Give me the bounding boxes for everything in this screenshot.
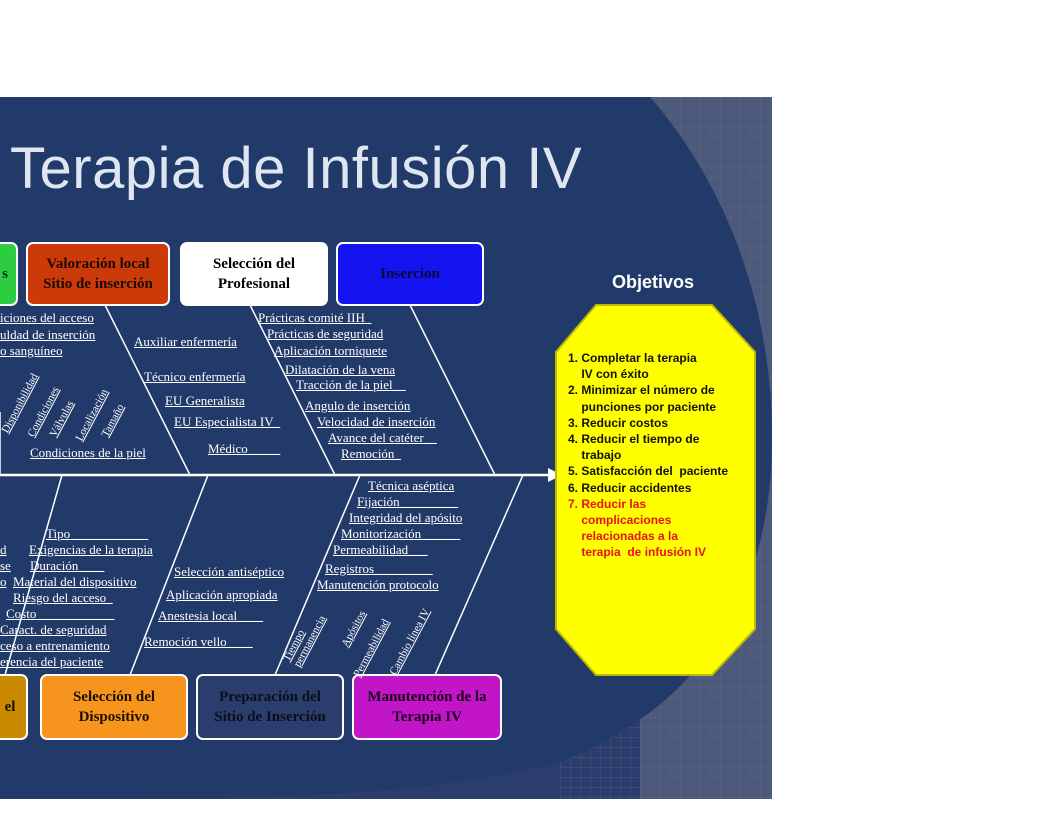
cause-item: o [0, 574, 7, 589]
objective-item: 2. Minimizar el número de punciones por … [568, 383, 717, 414]
category-box-partial-green: s [0, 242, 18, 306]
cause-item: erencia del paciente [0, 654, 104, 669]
cause-item: Angulo de inserción [305, 398, 411, 413]
cause-item: ceso a entrenamiento [0, 638, 110, 653]
cause-item: Aplicación torniquete [274, 343, 387, 358]
cause-item: Duración____ [30, 558, 105, 573]
cause-item: Condiciones de la piel [30, 445, 146, 460]
objective-item: 6. Reducir accidentes [568, 480, 692, 495]
rib-dispositivo-left [4, 474, 63, 676]
objective-item: 4. Reducir el tiempo de trabajo [568, 432, 700, 463]
cause-item: EU Especialista IV_ [174, 414, 281, 429]
diagram-title: Terapia de Infusión IV [10, 136, 583, 201]
category-box-partial-orange: el [0, 674, 28, 740]
cause-item: Material del dispositivo [13, 574, 137, 589]
cause-item: se [0, 558, 11, 573]
objective-item: 1. Completar la terapia IV con éxito [568, 351, 697, 382]
objective-item-highlight: 7. Reducir las complicaciones relacionad… [568, 496, 707, 560]
diagram-slide: Terapia de Infusión IV s Valoración loca… [0, 97, 772, 799]
cause-item: Monitorización______ [341, 526, 461, 541]
rib-preparacion [274, 474, 361, 676]
category-box-insercion: Insercion [336, 242, 484, 306]
cause-item: Técnico enfermería [144, 369, 246, 384]
cause-item: Manutención protocolo [317, 577, 439, 592]
objective-item: 3. Reducir costos [568, 415, 669, 430]
cause-item: Prácticas comité IIH_ [258, 310, 372, 325]
cause-item: Técnica aséptica [368, 478, 455, 493]
objectives-octagon [555, 304, 756, 676]
cause-item: Prácticas de seguridad [267, 326, 384, 341]
rib-valoracion [104, 304, 191, 476]
cause-item: Avance del catéter__ [328, 430, 437, 445]
slide-background [0, 97, 772, 799]
rib-dispositivo [129, 474, 209, 676]
cause-item: Fijación_________ [357, 494, 459, 509]
cause-item: Remoción vello____ [144, 634, 253, 649]
cause-item: Integridad del apósito [349, 510, 463, 525]
cause-item: Selección antiséptico [174, 564, 285, 579]
cause-item: Caract. de seguridad [0, 622, 107, 637]
category-box-valoracion-local: Valoración local Sitio de inserción [26, 242, 170, 306]
cause-item: Tracción de la piel__ [296, 377, 406, 392]
cause-item: Permeabilidad___ [333, 542, 428, 557]
category-box-seleccion-profesional: Selección del Profesional [180, 242, 328, 306]
objectives-title: Objetivos [612, 272, 695, 292]
cause-item: EU Generalista [165, 393, 245, 408]
cause-item: Anestesia local____ [158, 608, 264, 623]
cause-item: Remoción_ [341, 446, 401, 461]
cause-item: Dilatación de la vena [285, 362, 396, 377]
objectives-list: 1. Completar la terapia IV con éxito 2. … [568, 350, 753, 561]
category-box-manutencion: Manutención de la Terapia IV [352, 674, 502, 740]
cause-item: Velocidad de inserción [317, 414, 436, 429]
cause-item: Médico_____ [208, 441, 281, 456]
cause-item: Auxiliar enfermería [134, 334, 237, 349]
objective-item: 5. Satisfacción del paciente [568, 464, 729, 479]
cause-item: Aplicación apropiada [166, 587, 278, 602]
cause-item: Registros_________ [325, 561, 433, 576]
cause-item: d [0, 542, 7, 557]
cause-item: iciones del acceso [0, 310, 94, 325]
cause-item: Costo____________ [6, 606, 115, 621]
cause-item: o sanguíneo [0, 343, 63, 358]
cause-item: Riesgo del acceso_ [13, 590, 113, 605]
cause-item: Tipo____________ [46, 526, 149, 541]
cause-item: Exigencias de la terapia [29, 542, 153, 557]
rib-profesional [249, 304, 336, 476]
rib-manutencion [434, 474, 524, 676]
rib-insercion [409, 304, 496, 476]
category-box-preparacion-sitio: Preparación del Sitio de Inserción [196, 674, 344, 740]
category-box-seleccion-dispositivo: Selección del Dispositivo [40, 674, 188, 740]
cause-item: uldad de inserción [0, 327, 96, 342]
